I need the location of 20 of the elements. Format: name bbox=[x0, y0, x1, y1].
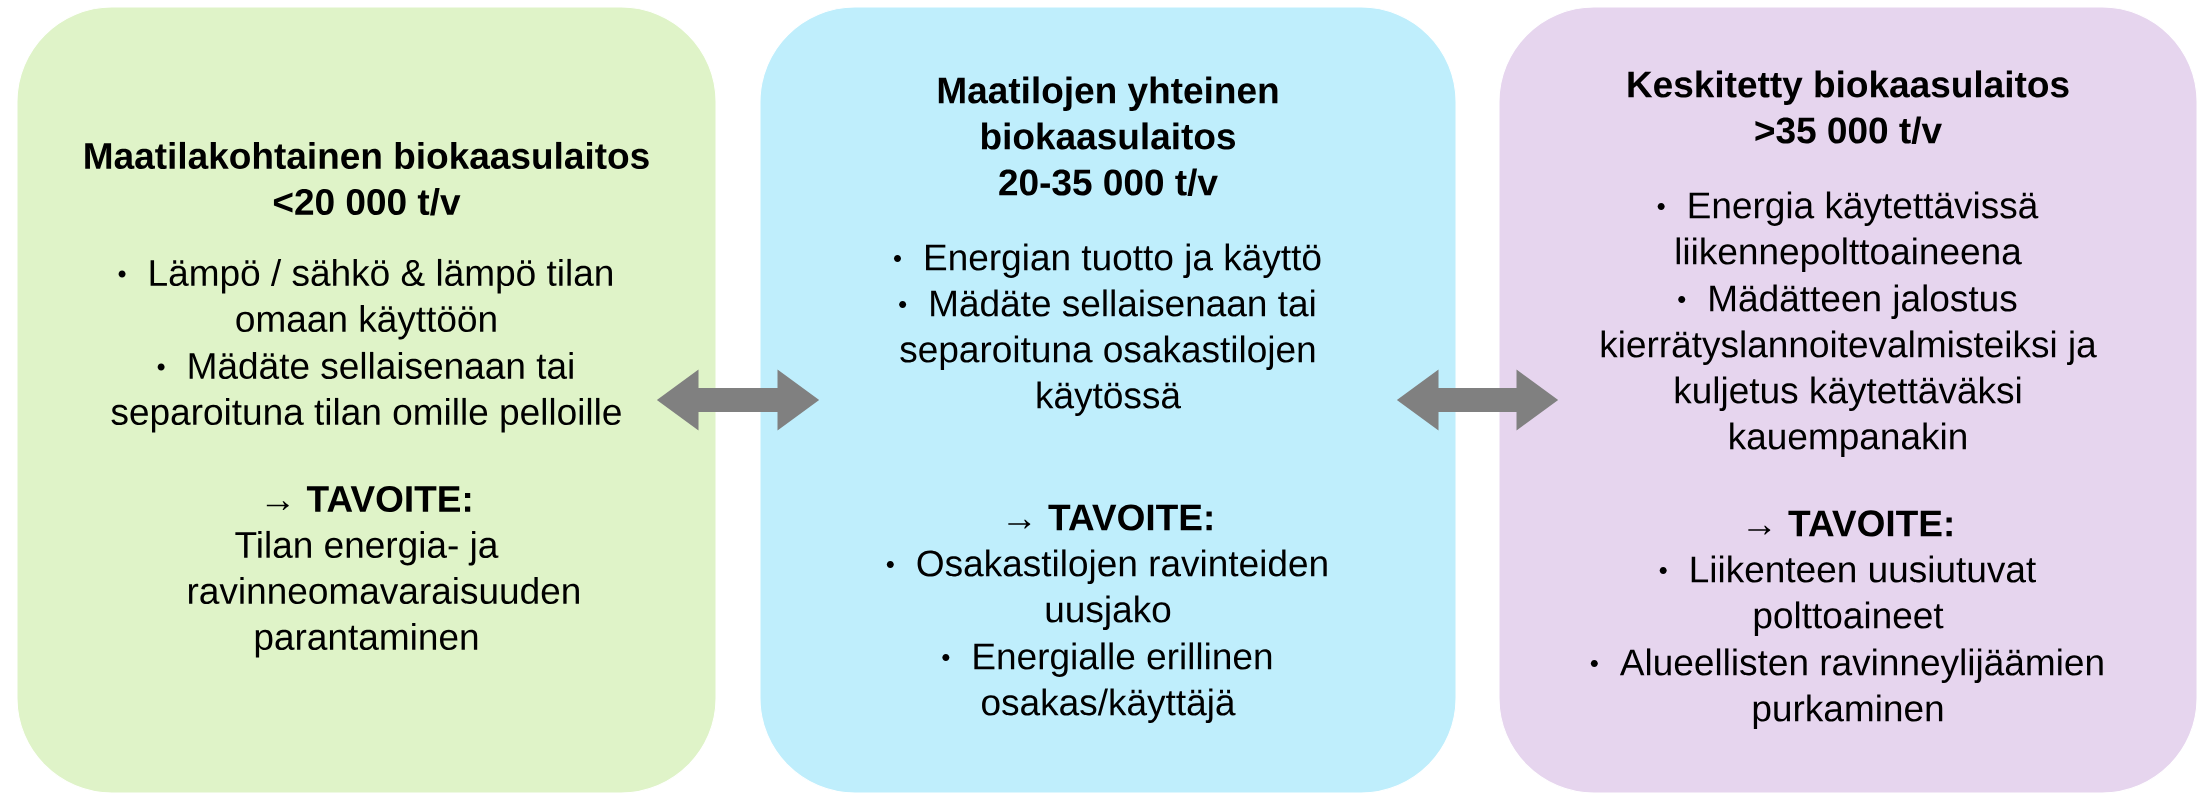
goal-heading: → TAVOITE: bbox=[1008, 504, 1212, 531]
goal-heading: → TAVOITE: bbox=[1748, 510, 1952, 537]
panel-heading: Keskitetty biokaasulaitos >35 000 t/v bbox=[1628, 70, 2069, 144]
bullet-item: Mädätteen jalostus kierrätyslannoitevalmisteiksi ja kuljetus käytettäväksi kauempanakin bbox=[1601, 284, 2097, 457]
panel-heading: Maatilakohtainen biokaasulaitos <20 000 t/v bbox=[85, 141, 649, 216]
bullet-item: Energian tuotto ja käyttö bbox=[894, 243, 1321, 278]
goal-text: Tilan energia- ja ravinneomavaraisuuden parantaminen bbox=[188, 530, 579, 658]
rounded-panel bbox=[759, 6, 1457, 794]
goal-heading: → TAVOITE: bbox=[266, 485, 471, 513]
bullet-item: Osakastilojen ravinteiden uusjako bbox=[886, 549, 1327, 630]
bullet-item: Mädäte sellaisenaan tai separoituna tilan omille pelloille bbox=[111, 351, 621, 433]
bullet-item: Mädäte sellaisenaan tai separoituna osakastilojen käytössä bbox=[899, 289, 1315, 416]
rounded-panel bbox=[16, 6, 717, 794]
bullet-item: Liikenteen uusiutuvat polttoaineet bbox=[1659, 555, 2036, 636]
bullet-item: Energia käytettävissä liikennepolttoaineena bbox=[1657, 191, 2039, 272]
panel-heading: Maatilojen yhteinen biokaasulaitos 20-35 000 t/v bbox=[938, 76, 1278, 196]
bullet-item: Lämpö / sähkö & lämpö tilan omaan käyttöön bbox=[118, 258, 612, 340]
bullet-item: Energialle erillinen osakas/käyttäjä bbox=[942, 642, 1272, 723]
bullet-item: Alueellisten ravinneylijäämien purkaminen bbox=[1590, 648, 2103, 729]
rounded-panel bbox=[1498, 6, 2198, 794]
